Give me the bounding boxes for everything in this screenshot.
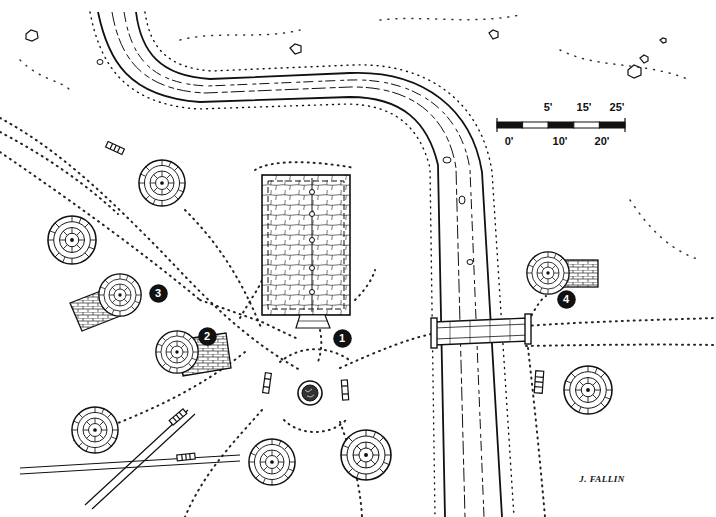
scale-label: 20' — [595, 135, 610, 147]
callout-number: 1 — [339, 333, 345, 344]
callout-marker: 4 — [557, 290, 576, 309]
scale-label: 10' — [553, 135, 568, 147]
bridge — [431, 314, 531, 348]
callout-disc — [557, 290, 576, 309]
benches — [106, 141, 544, 460]
scale-label: 5' — [544, 101, 553, 113]
round-huts — [48, 160, 612, 485]
scale-bar — [497, 118, 625, 132]
scale-label: 0' — [505, 135, 514, 147]
well — [298, 381, 322, 405]
scale-label: 15' — [577, 101, 592, 113]
log-lines — [20, 410, 240, 509]
callout-marker: 1 — [333, 329, 352, 348]
footpaths — [0, 118, 716, 517]
brick-annexes — [70, 260, 598, 376]
callout-number: 2 — [204, 331, 210, 342]
scale-label: 25' — [610, 101, 625, 113]
artist-signature: J. FALLIN — [579, 474, 625, 484]
rocks — [26, 30, 666, 78]
longhouse — [262, 175, 350, 328]
callout-marker: 2 — [198, 327, 217, 346]
ground-stipple — [20, 15, 700, 260]
callout-disc — [198, 327, 217, 346]
callout-disc — [149, 284, 168, 303]
callout-disc — [333, 329, 352, 348]
callout-number: 4 — [563, 294, 569, 305]
callout-number: 3 — [155, 288, 161, 299]
callout-marker: 3 — [149, 284, 168, 303]
